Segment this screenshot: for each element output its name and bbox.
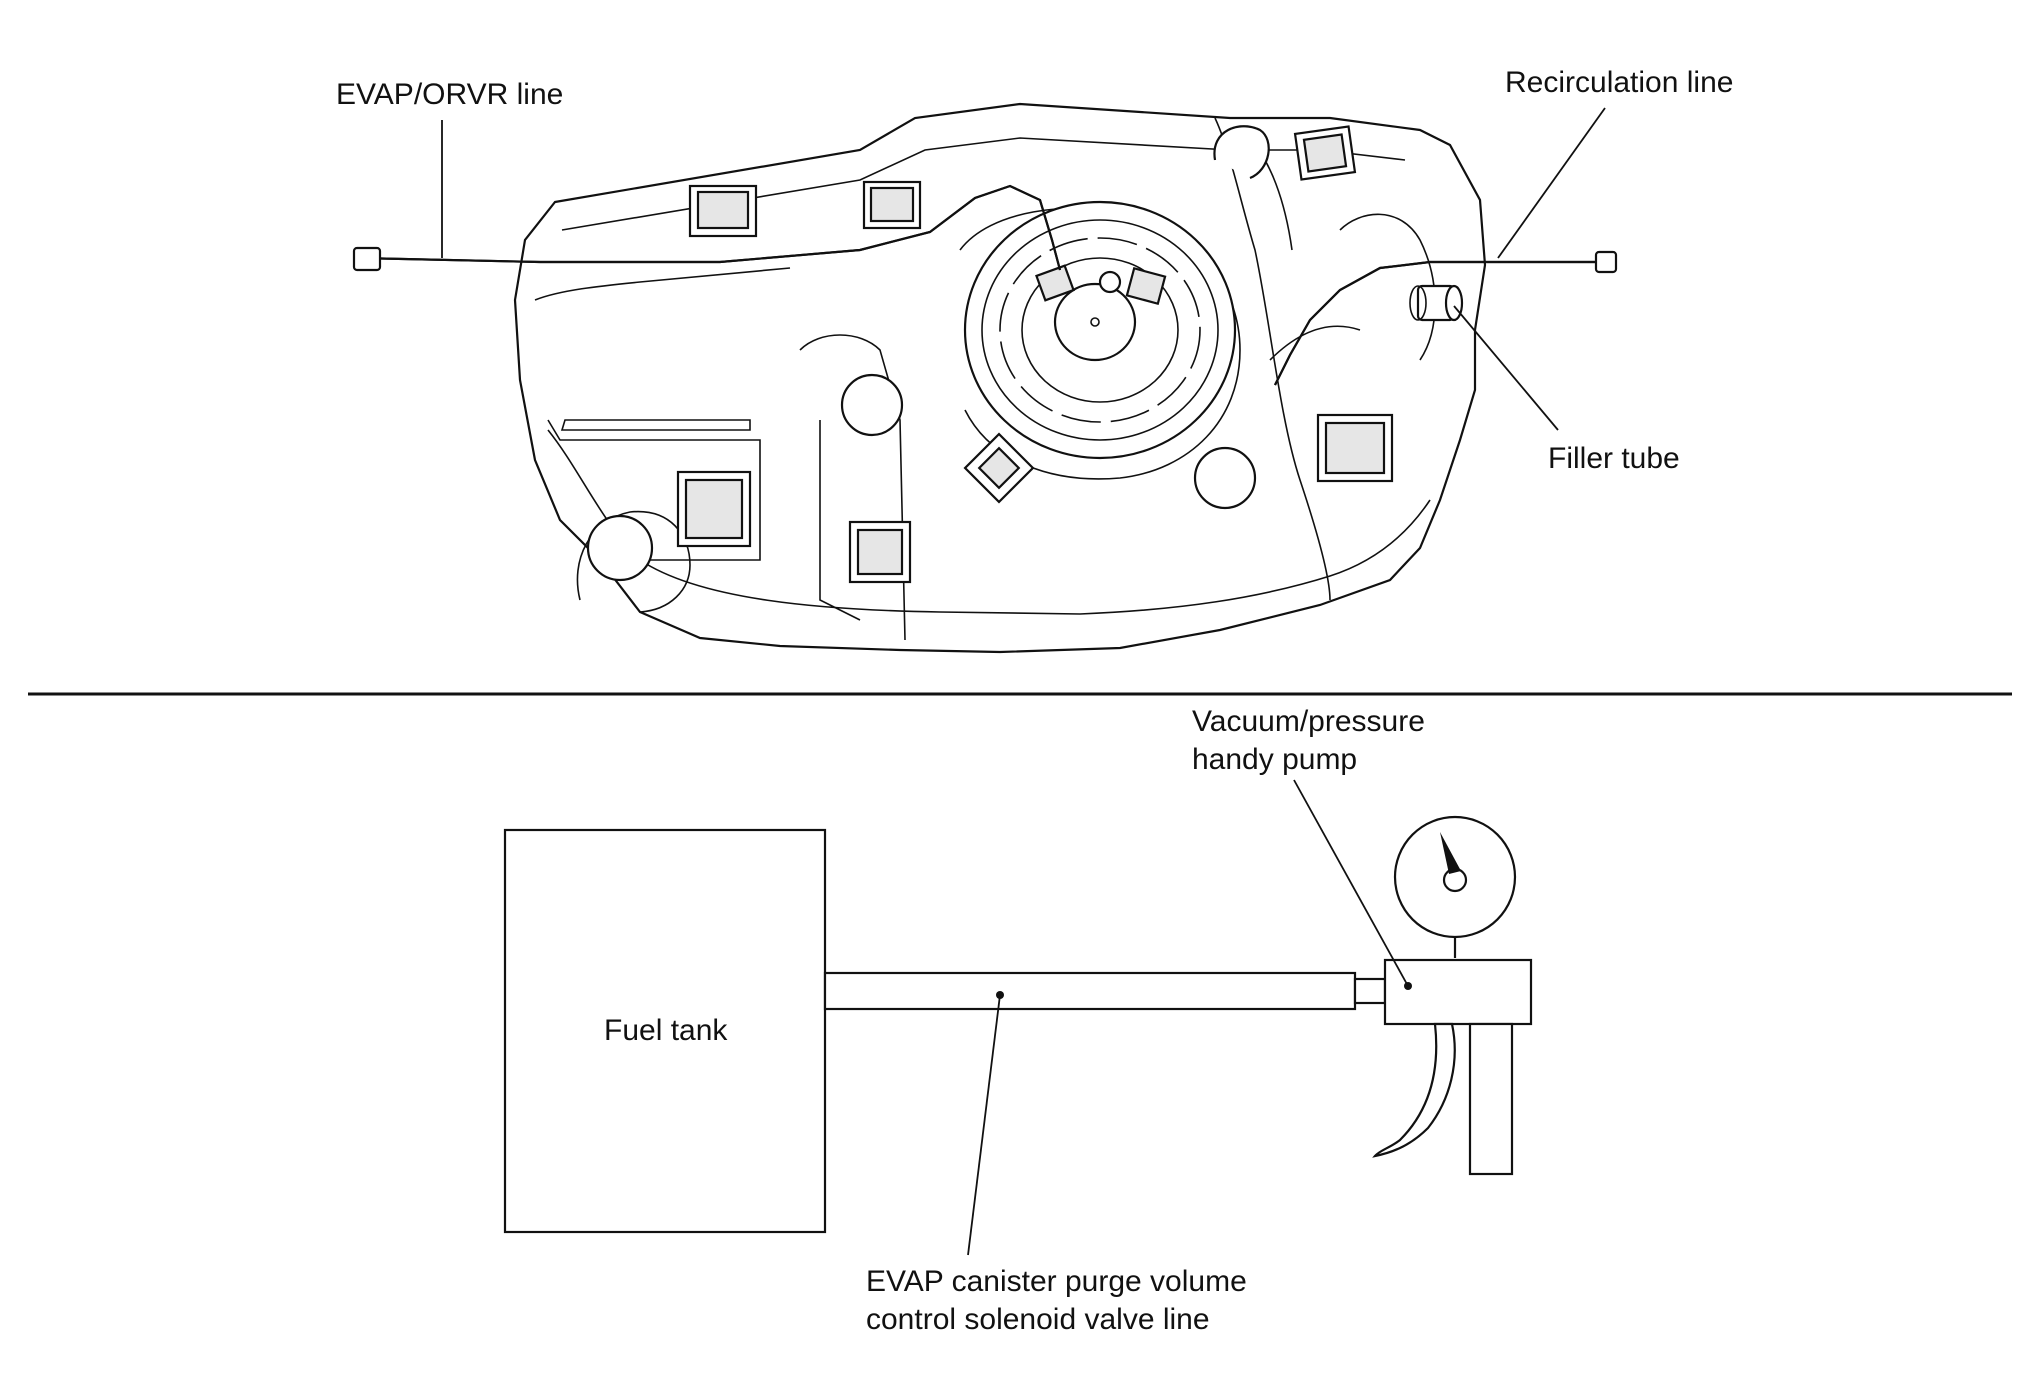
purge-line-label-line2: control solenoid valve line bbox=[866, 1303, 1210, 1336]
purge-line-tube bbox=[823, 971, 1357, 1011]
tank-middle-boss bbox=[840, 373, 904, 437]
fuel-tank-box bbox=[503, 828, 827, 1234]
recirculation-line-label: Recirculation line bbox=[1505, 66, 1733, 99]
purge-line-label-line1: EVAP canister purge volume bbox=[866, 1265, 1247, 1298]
evap-orvr-hose bbox=[352, 184, 1062, 272]
pump-nipple bbox=[1353, 977, 1387, 1005]
filler-tube bbox=[1409, 284, 1464, 322]
vacuum-pump-label-line2: handy pump bbox=[1192, 743, 1357, 776]
recirc-hose-end-fitting bbox=[1594, 250, 1618, 274]
recirculation-leader bbox=[1497, 107, 1606, 259]
tank-front-band bbox=[534, 267, 791, 301]
schematic: Fuel tank bbox=[503, 779, 1533, 1256]
tank-right-strap bbox=[1214, 117, 1331, 601]
purge-line-leader bbox=[967, 994, 1001, 1256]
filler-tube-leader bbox=[1453, 305, 1559, 431]
pump-connector-right bbox=[1125, 266, 1167, 306]
vacuum-pressure-handy-pump bbox=[1372, 815, 1533, 1176]
pump-leader bbox=[1293, 779, 1409, 987]
evap-hose-end-fitting bbox=[352, 246, 382, 272]
tank-pads bbox=[676, 125, 1394, 584]
tank-left-post bbox=[576, 510, 691, 613]
tank-upper-right-bump bbox=[1213, 125, 1270, 180]
tank-left-panel-inner bbox=[560, 419, 751, 431]
pump-gauge-needle bbox=[1440, 832, 1461, 874]
pump-body bbox=[1383, 958, 1533, 1026]
tank-left-boss bbox=[586, 514, 654, 582]
filler-tube-label: Filler tube bbox=[1548, 442, 1680, 475]
fuel-pump-flange bbox=[963, 200, 1237, 460]
vacuum-pump-label-line1: Vacuum/pressure bbox=[1192, 705, 1425, 738]
pump-connector-left bbox=[1035, 264, 1075, 302]
tank-left-panel bbox=[547, 419, 761, 561]
tank-middle-column bbox=[799, 334, 906, 641]
fuel-tank-illustration bbox=[352, 102, 1618, 654]
tank-right-boss bbox=[1193, 446, 1257, 510]
pump-handle-grip bbox=[1468, 1022, 1514, 1176]
pump-trigger bbox=[1372, 1022, 1456, 1158]
recirculation-hose bbox=[1274, 250, 1618, 386]
evap-orvr-line-label: EVAP/ORVR line bbox=[336, 78, 563, 111]
tank-middle-column-edge bbox=[819, 420, 861, 621]
tank-right-lobe bbox=[1339, 213, 1436, 361]
tank-right-lobe-2 bbox=[1269, 325, 1361, 361]
fuel-tank-label: Fuel tank bbox=[604, 1014, 728, 1047]
